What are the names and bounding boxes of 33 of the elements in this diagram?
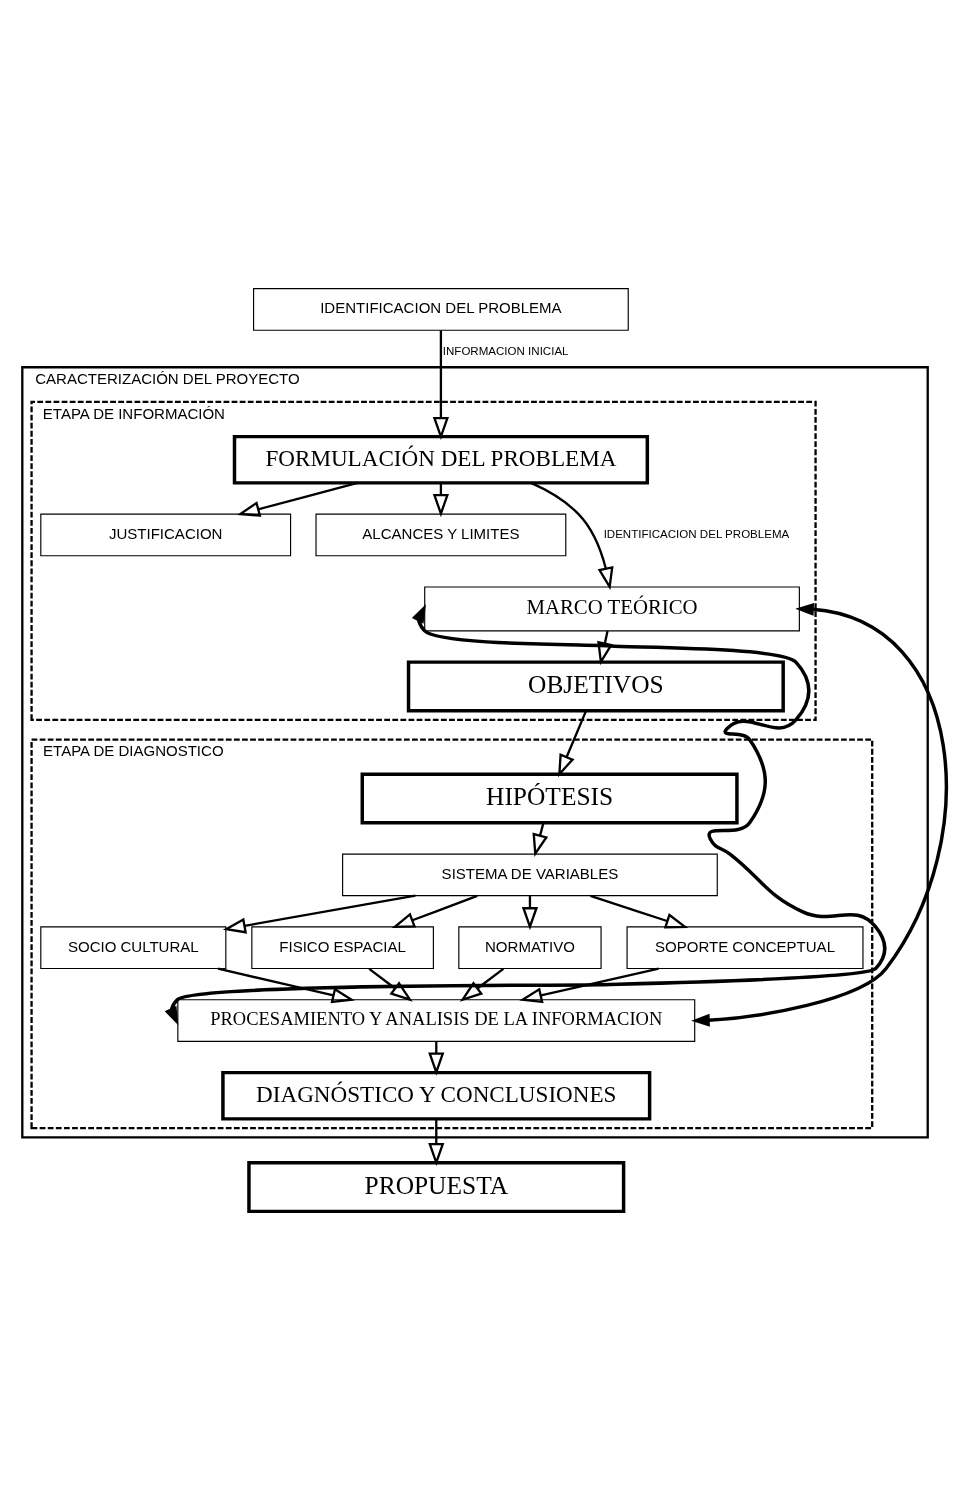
arrow [459, 967, 505, 1002]
arrow [532, 822, 549, 857]
node-box: DIAGNÓSTICO Y CONCLUSIONES [221, 1070, 652, 1121]
arrow [236, 481, 358, 517]
arrow [530, 481, 614, 590]
arrow [222, 894, 416, 934]
node-box: HIPÓTESIS [360, 772, 739, 825]
node-box: PROPUESTA [247, 1160, 626, 1213]
arrow [217, 967, 355, 1003]
arrow [391, 894, 478, 928]
arrow [368, 967, 413, 1002]
node-box: FISICO ESPACIAL [251, 925, 434, 969]
arrow [558, 709, 588, 777]
node-box: ALCANCES Y LIMITES [315, 513, 567, 556]
arrow [164, 603, 886, 1025]
arrow [590, 894, 689, 928]
node-box: IDENTIFICACION DEL PROBLEMA [253, 287, 629, 331]
node-box: SISTEMA DE VARIABLES [342, 853, 718, 896]
arrow [432, 330, 449, 440]
node-box: OBJETIVOS [406, 659, 785, 712]
arrow [691, 602, 948, 1027]
node-box: MARCO TEÓRICO [424, 585, 800, 631]
node-box: PROCESAMIENTO Y ANALISIS DE LA INFORMACION [177, 998, 696, 1042]
edge-label: IDENTIFICACION DEL PROBLEMA [603, 527, 790, 540]
node-box: SOPORTE CONCEPTUAL [626, 925, 864, 969]
edge-label: INFORMACION INICIAL [442, 344, 569, 357]
node-box: JUSTIFICACION [40, 513, 292, 556]
arrow [597, 630, 613, 665]
node-box: FORMULACIÓN DEL PROBLEMA [232, 434, 650, 485]
node-box: SOCIO CULTURAL [40, 925, 227, 969]
arrow [519, 967, 659, 1003]
node-box: NORMATIVO [458, 925, 602, 969]
arrow [428, 1118, 445, 1166]
